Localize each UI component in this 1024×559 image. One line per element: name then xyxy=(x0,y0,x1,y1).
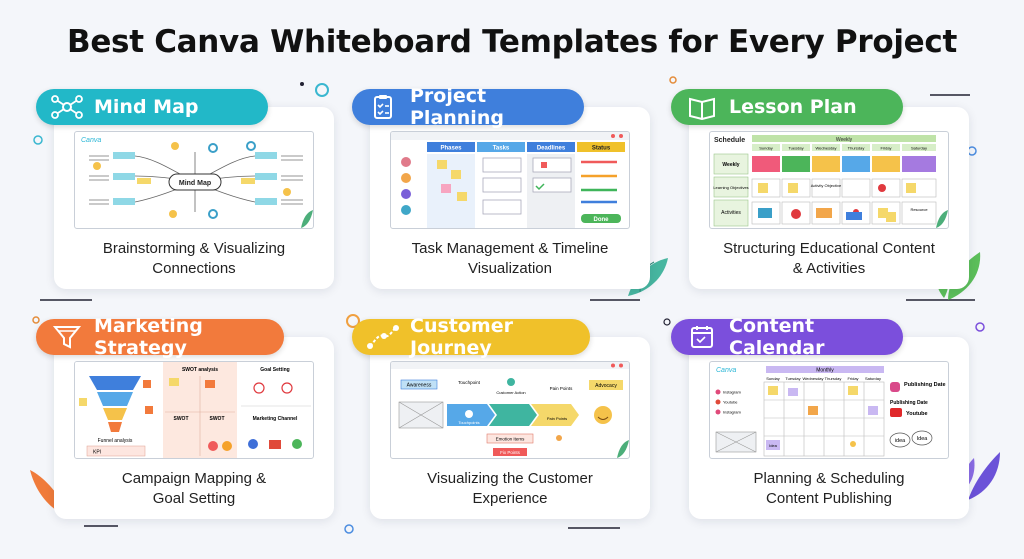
mind-map-preview: Canva Mind Map xyxy=(74,131,314,229)
svg-text:Learning Objectives: Learning Objectives xyxy=(713,185,748,190)
svg-text:Activity Objective: Activity Objective xyxy=(811,183,842,188)
card-caption: Visualizing the Customer Experience xyxy=(427,470,593,507)
svg-text:Pain Points: Pain Points xyxy=(547,416,567,421)
card-caption: Campaign Mapping & Goal Setting xyxy=(121,470,267,507)
calendar-icon xyxy=(691,326,713,348)
svg-text:Awareness: Awareness xyxy=(407,383,432,389)
svg-text:Touchpoint: Touchpoint xyxy=(458,380,481,385)
svg-text:Friday: Friday xyxy=(847,376,858,381)
avatar xyxy=(401,157,411,215)
gear-icon xyxy=(208,141,256,219)
svg-text:SWOT: SWOT xyxy=(174,416,189,422)
card-title: Lesson Plan xyxy=(729,96,857,118)
card-title-pill[interactable]: Lesson Plan xyxy=(671,89,903,125)
svg-text:Thursday: Thursday xyxy=(825,376,842,381)
svg-text:Thursday: Thursday xyxy=(848,146,865,151)
card-marketing-strategy[interactable]: Marketing Strategy Funnel analysis KPI S… xyxy=(36,315,334,519)
smile-icon xyxy=(594,406,612,424)
project-planning-preview: Phases Tasks Deadlines Status Done xyxy=(390,131,630,229)
svg-text:Advocacy: Advocacy xyxy=(595,383,617,389)
card-caption: Planning & Scheduling Content Publishing xyxy=(753,470,905,507)
svg-text:Wednesday: Wednesday xyxy=(802,376,823,381)
card-title: Customer Journey xyxy=(410,315,513,359)
marketing-strategy-preview: Funnel analysis KPI SWOT analysis SWOT S… xyxy=(74,361,314,459)
card-title-pill[interactable]: Content Calendar xyxy=(671,315,903,359)
card-title-pill[interactable]: Marketing Strategy xyxy=(36,315,284,359)
svg-text:Friday: Friday xyxy=(880,146,891,151)
svg-text:Emotion Items: Emotion Items xyxy=(496,437,526,442)
svg-text:Marketing Channel: Marketing Channel xyxy=(253,416,298,422)
svg-text:Publishing Date: Publishing Date xyxy=(904,382,946,388)
card-title-pill[interactable]: Project Planning xyxy=(352,85,584,129)
svg-text:SWOT analysis: SWOT analysis xyxy=(182,367,218,373)
card-content-calendar[interactable]: Content Calendar Canva Monthly Sunday Tu… xyxy=(671,315,969,519)
svg-text:Wednesday: Wednesday xyxy=(815,146,836,151)
journey-icon xyxy=(367,325,399,349)
svg-text:Saturday: Saturday xyxy=(911,146,927,151)
svg-text:Saturday: Saturday xyxy=(865,376,881,381)
svg-text:Tasks: Tasks xyxy=(493,146,510,152)
canva-logo: Canva xyxy=(81,137,101,144)
card-title-pill[interactable]: Customer Journey xyxy=(352,315,590,359)
card-mind-map[interactable]: Mind Map Canva Mind Map xyxy=(36,89,334,289)
svg-text:Pain Points: Pain Points xyxy=(550,386,574,391)
card-caption: Brainstorming & Visualizing Connections xyxy=(102,240,286,277)
svg-text:Deadlines: Deadlines xyxy=(537,146,566,152)
svg-text:Tuesday: Tuesday xyxy=(785,376,800,381)
target-icon xyxy=(253,382,293,394)
svg-text:Youtube: Youtube xyxy=(723,400,738,405)
svg-text:Canva: Canva xyxy=(716,367,736,374)
card-title: Content Calendar xyxy=(729,315,825,359)
svg-text:Resource: Resource xyxy=(910,207,928,212)
page-title: Best Canva Whiteboard Templates for Ever… xyxy=(67,24,957,60)
youtube-icon xyxy=(890,408,902,417)
svg-text:Weekly: Weekly xyxy=(722,162,739,168)
svg-text:Phases: Phases xyxy=(440,146,462,152)
apple-icon xyxy=(791,184,886,219)
svg-text:Sunday: Sunday xyxy=(759,146,773,151)
svg-text:Customer Action: Customer Action xyxy=(496,390,525,395)
svg-text:Activities: Activities xyxy=(721,210,741,216)
funnel-icon xyxy=(52,326,82,349)
svg-text:idea: idea xyxy=(895,438,906,444)
svg-text:Touchpoints: Touchpoints xyxy=(458,420,479,425)
card-title-pill[interactable]: Mind Map xyxy=(36,89,268,125)
mind-map-icon xyxy=(51,95,83,119)
svg-text:Idea: Idea xyxy=(917,436,929,442)
svg-text:Tuesday: Tuesday xyxy=(788,146,803,151)
card-caption: Task Management & Timeline Visualization xyxy=(411,240,609,277)
card-project-planning[interactable]: Project Planning Phases Tasks Deadlines … xyxy=(352,85,650,289)
svg-text:Instagram: Instagram xyxy=(723,410,741,415)
svg-text:Funnel analysis: Funnel analysis xyxy=(98,438,133,444)
card-caption: Structuring Educational Content & Activi… xyxy=(723,240,935,277)
customer-journey-preview: Awareness Touchpoint Customer Action Pai… xyxy=(390,361,630,459)
lightbulb-icon xyxy=(93,142,291,218)
card-lesson-plan[interactable]: Lesson Plan Schedule Weekly Sunday Tuesd… xyxy=(671,89,969,289)
svg-text:KPI: KPI xyxy=(93,450,101,456)
book-icon xyxy=(689,97,715,120)
svg-text:Monthly: Monthly xyxy=(816,368,834,374)
svg-text:SWOT: SWOT xyxy=(210,416,225,422)
svg-text:Instagram: Instagram xyxy=(723,390,741,395)
svg-text:Done: Done xyxy=(594,217,610,223)
svg-text:Youtube: Youtube xyxy=(906,411,928,417)
lesson-plan-preview: Schedule Weekly Sunday Tuesday Wednesday… xyxy=(709,131,949,229)
card-title: Marketing Strategy xyxy=(94,315,203,359)
card-title: Mind Map xyxy=(94,96,199,118)
instagram-icon xyxy=(890,382,900,392)
clipboard-icon xyxy=(374,95,392,119)
svg-text:Goal Setting: Goal Setting xyxy=(260,367,289,373)
svg-text:Sunday: Sunday xyxy=(766,376,780,381)
svg-text:Publishing Date: Publishing Date xyxy=(890,400,928,406)
svg-text:Weekly: Weekly xyxy=(836,137,853,143)
card-customer-journey[interactable]: Customer Journey Awareness Touchpoint Cu… xyxy=(352,315,650,519)
svg-text:Status: Status xyxy=(592,146,611,152)
svg-text:Fix Points: Fix Points xyxy=(500,450,521,455)
mind-map-center-label: Mind Map xyxy=(179,180,211,187)
svg-text:Schedule: Schedule xyxy=(714,137,745,144)
svg-text:Idea: Idea xyxy=(769,443,778,448)
content-calendar-preview: Canva Monthly Sunday Tuesday Wednesday T… xyxy=(709,361,949,459)
card-title: Project Planning xyxy=(410,85,504,129)
